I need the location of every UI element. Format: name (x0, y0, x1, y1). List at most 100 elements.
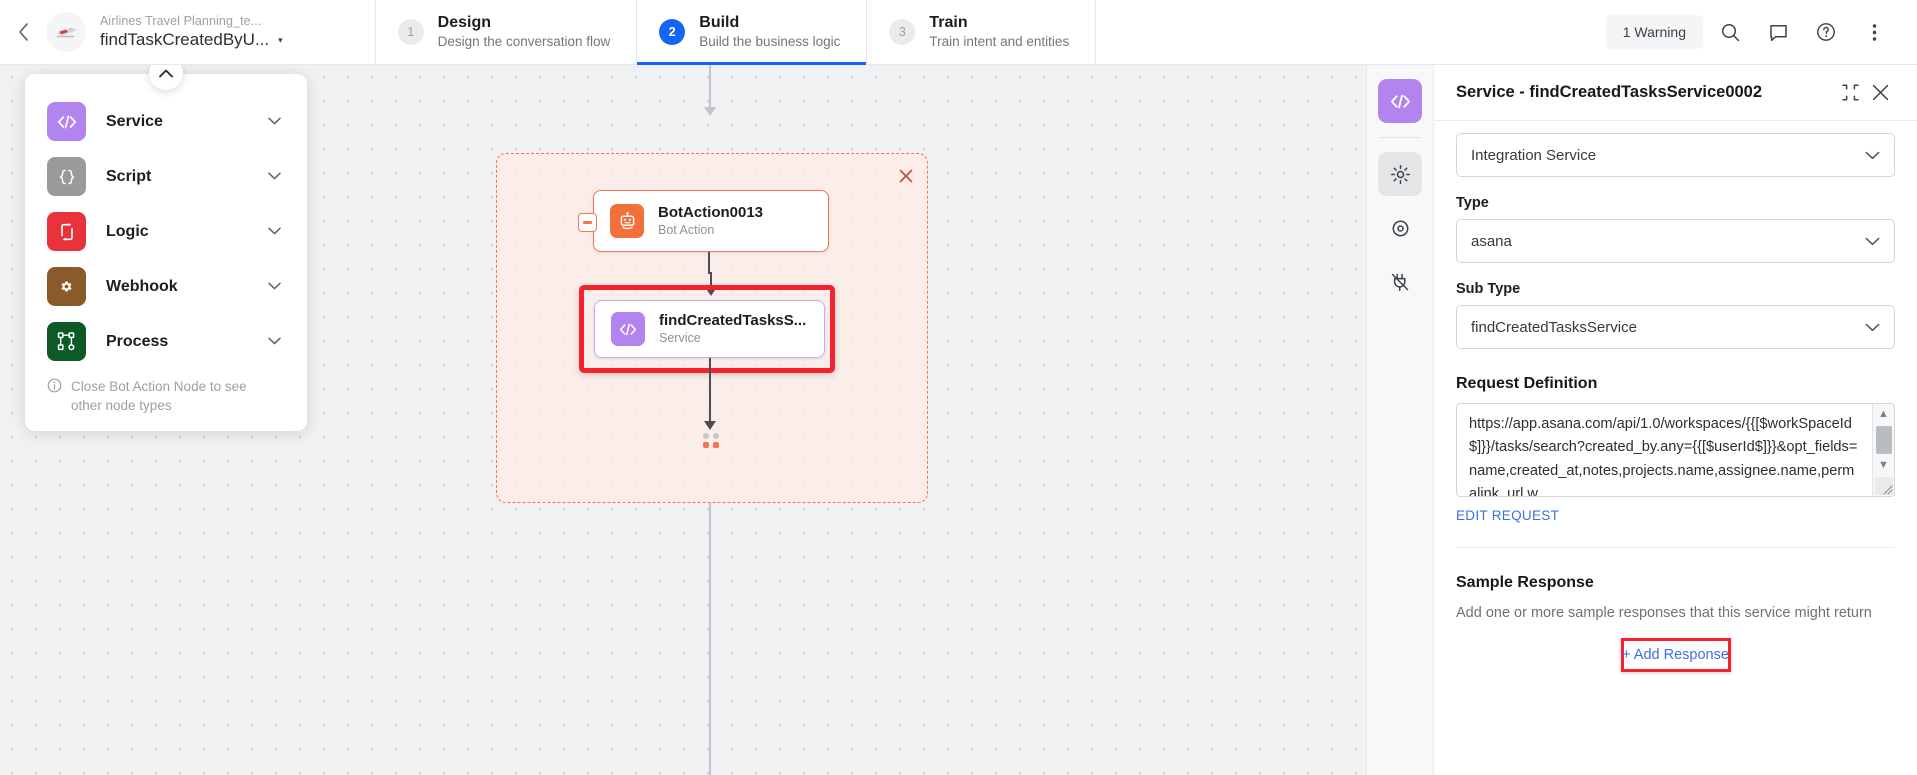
node-bot-action[interactable]: BotAction0013 Bot Action (578, 190, 829, 252)
textarea-scrollbar[interactable]: ▲ ▼ (1872, 404, 1894, 496)
step-title: Train (929, 14, 968, 31)
edit-request-link[interactable]: EDIT REQUEST (1456, 508, 1560, 523)
edge-to-next-node (709, 503, 712, 775)
airplane-logo (46, 12, 86, 52)
edge-bot-to-service-arrow (705, 287, 717, 296)
step-number: 1 (397, 19, 424, 45)
chevron-down-icon (1865, 148, 1880, 163)
node-type-palette: Service Script Logic (25, 65, 307, 431)
step-title: Build (699, 14, 740, 31)
edge-service-to-add-arrow (704, 421, 716, 430)
chevron-down-icon (268, 336, 281, 348)
help-icon[interactable] (1805, 11, 1847, 53)
step-subtitle: Build the business logic (699, 34, 841, 49)
node-service[interactable]: findCreatedTasksS... Service (594, 300, 825, 358)
palette-item-logic[interactable]: Logic (25, 204, 307, 259)
panel-body: Integration Service Type asana Sub Type … (1434, 121, 1917, 775)
handle-dot (703, 433, 709, 439)
chevron-down-icon: ▾ (278, 34, 283, 45)
tab-design[interactable]: 1 Design Design the conversation flow (374, 0, 637, 64)
breadcrumb: Airlines Travel Planning_te... findTaskC… (100, 0, 283, 64)
sub-type-label: Sub Type (1456, 281, 1521, 297)
more-vertical-icon[interactable] (1853, 11, 1895, 53)
palette-item-service[interactable]: Service (25, 94, 307, 149)
scrollbar-thumb[interactable] (1875, 426, 1892, 454)
top-bar-actions: 1 Warning (1605, 0, 1917, 64)
webhook-icon (47, 267, 86, 306)
process-icon (47, 322, 86, 361)
palette-item-label: Service (106, 112, 163, 130)
flow-name-dropdown[interactable]: findTaskCreatedByU... ▾ (100, 29, 283, 51)
rail-plug-icon[interactable] (1378, 260, 1422, 304)
panel-icon-rail (1366, 65, 1434, 775)
rail-gear-icon[interactable] (1378, 152, 1422, 196)
palette-item-script[interactable]: Script (25, 149, 307, 204)
resize-grip-icon[interactable] (1875, 477, 1893, 495)
node-subtitle: Service (659, 331, 701, 345)
edge-bot-to-service-2 (710, 272, 713, 290)
node-title: BotAction0013 (658, 204, 764, 221)
handle-dot (713, 442, 719, 448)
sample-response-title: Sample Response (1456, 574, 1594, 591)
close-icon[interactable] (897, 167, 915, 185)
handle-dot (713, 433, 719, 439)
workflow-steps: 1 Design Design the conversation flow 2 … (374, 0, 1097, 65)
sub-type-select[interactable]: findCreatedTasksService (1456, 305, 1895, 349)
palette-collapse-button[interactable] (149, 65, 183, 90)
edge-bot-to-service (708, 252, 711, 274)
service-type-select[interactable]: Integration Service (1456, 133, 1895, 177)
palette-item-label: Webhook (106, 277, 178, 295)
rail-code-icon[interactable] (1378, 79, 1422, 123)
panel-header: Service - findCreatedTasksService0002 (1434, 65, 1917, 121)
chevron-down-icon (1865, 320, 1880, 335)
palette-item-webhook[interactable]: Webhook (25, 259, 307, 314)
rail-divider (1380, 137, 1420, 138)
service-properties-panel: Service - findCreatedTasksService0002 In… (1434, 65, 1917, 775)
palette-note: Close Bot Action Node to see other node … (25, 369, 307, 419)
request-definition-value: https://app.asana.com/api/1.0/workspaces… (1469, 416, 1858, 496)
type-value: asana (1471, 232, 1512, 250)
step-number: 3 (889, 19, 916, 45)
palette-item-label: Logic (106, 222, 149, 240)
step-subtitle: Design the conversation flow (437, 34, 611, 49)
loop-icon (47, 212, 86, 251)
tab-train[interactable]: 3 Train Train intent and entities (866, 0, 1097, 64)
close-icon[interactable] (1865, 78, 1895, 108)
warning-badge[interactable]: 1 Warning (1605, 15, 1703, 49)
triangle-down-icon[interactable]: ▼ (1878, 459, 1889, 471)
palette-item-process[interactable]: Process (25, 314, 307, 369)
flow-name-label: findTaskCreatedByU... (100, 29, 270, 49)
type-select[interactable]: asana (1456, 219, 1895, 263)
service-type-value: Integration Service (1471, 146, 1597, 164)
search-icon[interactable] (1709, 11, 1751, 53)
back-button[interactable] (0, 0, 46, 64)
node-collapse-button[interactable] (578, 213, 597, 232)
edge-incoming (709, 65, 712, 109)
chevron-down-icon (268, 116, 281, 128)
triangle-up-icon[interactable]: ▲ (1878, 408, 1889, 420)
flow-canvas[interactable]: Service Script Logic (0, 65, 1366, 775)
tab-build[interactable]: 2 Build Build the business logic (636, 0, 867, 65)
palette-note-text: Close Bot Action Node to see other node … (71, 379, 247, 413)
request-definition-textarea[interactable]: https://app.asana.com/api/1.0/workspaces… (1456, 403, 1895, 497)
add-node-handle[interactable] (700, 433, 722, 448)
request-definition-title: Request Definition (1456, 375, 1598, 392)
code-icon (611, 312, 645, 346)
palette-item-label: Process (106, 332, 169, 350)
chevron-down-icon (268, 171, 281, 183)
add-response-button[interactable]: + Add Response (1622, 647, 1729, 663)
panel-title: Service - findCreatedTasksService0002 (1456, 83, 1763, 101)
rail-target-icon[interactable] (1378, 206, 1422, 250)
add-response-highlight: + Add Response (1620, 638, 1731, 672)
section-divider (1456, 547, 1895, 548)
chevron-down-icon (1865, 234, 1880, 249)
node-subtitle: Bot Action (658, 223, 715, 237)
comment-icon[interactable] (1757, 11, 1799, 53)
node-title: findCreatedTasksS... (659, 312, 807, 329)
chevron-down-icon (268, 281, 281, 293)
collapse-corners-icon[interactable] (1835, 78, 1865, 108)
chevron-down-icon (268, 226, 281, 238)
sub-type-value: findCreatedTasksService (1471, 318, 1637, 336)
step-subtitle: Train intent and entities (929, 34, 1070, 49)
handle-dot (703, 442, 709, 448)
